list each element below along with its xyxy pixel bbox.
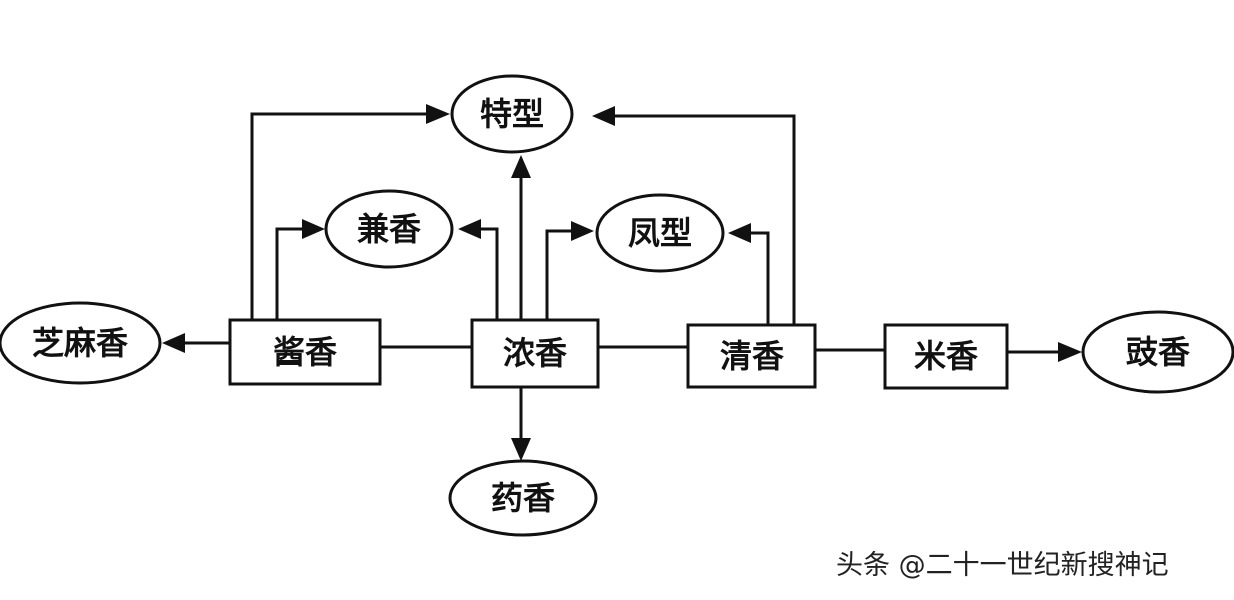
line-jiangxiang-teixing <box>250 112 428 320</box>
arrowhead-to-zhimaxiang <box>162 333 185 353</box>
node-qingxiang-shape <box>686 323 817 389</box>
line-qingxiang-fengxing <box>748 231 770 325</box>
arrowheads <box>162 104 1082 461</box>
node-jiangxiang: 酱香 <box>228 318 382 386</box>
arrowhead-to-jianxiang-right <box>458 219 481 239</box>
node-teixing-label: 特型 <box>480 95 544 133</box>
node-qingxiang-label: 清香 <box>720 337 784 375</box>
node-jianxiang: 兼香 <box>324 189 454 269</box>
arrowhead-to-yaoxiang <box>511 438 531 461</box>
node-chixiang-shape <box>1081 310 1234 394</box>
arrowhead-to-jianxiang-left <box>302 219 325 239</box>
arrowhead-to-fengxing-left <box>571 221 594 241</box>
node-mixiang: 米香 <box>883 323 1009 390</box>
node-teixing: 特型 <box>450 74 574 154</box>
node-qingxiang: 清香 <box>686 323 817 389</box>
node-zhimaxiang: 芝麻香 <box>0 301 162 385</box>
node-chixiang-label: 豉香 <box>1126 333 1190 371</box>
node-mixiang-label: 米香 <box>914 337 978 375</box>
node-yaoxiang-label: 药香 <box>491 479 555 517</box>
arrowhead-to-teixing-bottom <box>511 155 531 178</box>
node-chixiang: 豉香 <box>1081 310 1234 394</box>
line-qingxiang-teixing <box>612 114 796 325</box>
node-yaoxiang: 药香 <box>448 459 598 537</box>
node-jianxiang-shape <box>324 189 454 269</box>
node-zhimaxiang-label: 芝麻香 <box>32 324 128 362</box>
watermark-text: 头条 @二十一世纪新搜神记 <box>836 550 1169 581</box>
node-nongxiang-label: 浓香 <box>503 334 567 372</box>
line-jiangxiang-jianxiang <box>275 227 305 320</box>
arrowhead-to-chixiang <box>1058 342 1082 362</box>
arrowhead-to-teixing-left <box>426 104 450 124</box>
node-mixiang-shape <box>883 323 1009 390</box>
node-jianxiang-label: 兼香 <box>357 210 421 248</box>
line-nongxiang-fengxing <box>545 229 573 320</box>
line-nongxiang-jianxiang <box>478 227 499 320</box>
arrowhead-to-fengxing-right <box>728 223 751 243</box>
node-zhimaxiang-shape <box>0 301 162 385</box>
node-yaoxiang-shape <box>448 459 598 537</box>
node-jiangxiang-shape <box>228 318 382 386</box>
node-jiangxiang-label: 酱香 <box>273 333 337 371</box>
node-nongxiang-shape <box>470 318 600 389</box>
arrowhead-to-teixing-right <box>592 106 615 126</box>
connectors <box>182 112 1060 440</box>
node-teixing-shape <box>450 74 574 154</box>
node-nongxiang: 浓香 <box>470 318 600 389</box>
node-fengxing-shape <box>595 193 725 273</box>
node-fengxing-label: 凤型 <box>628 214 692 252</box>
node-fengxing: 凤型 <box>595 193 725 273</box>
